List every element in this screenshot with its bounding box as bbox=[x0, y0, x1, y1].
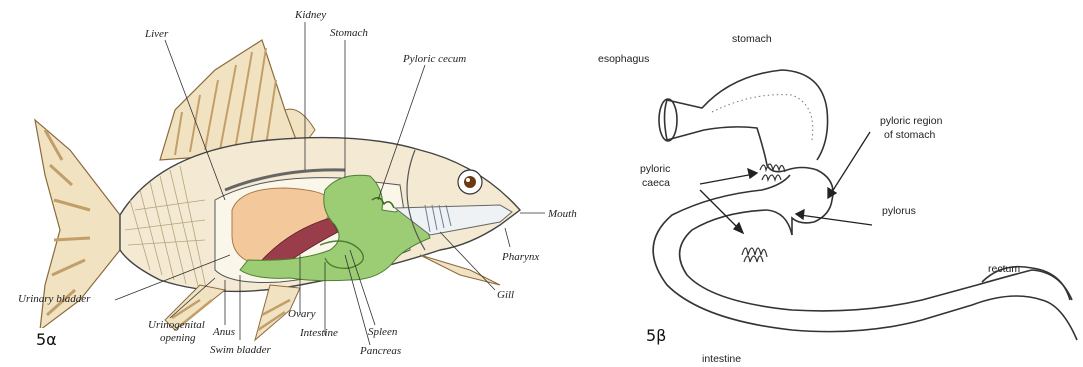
label-stomach: Stomach bbox=[330, 27, 368, 39]
label-pancreas: Pancreas bbox=[359, 345, 401, 357]
label-pylorus: pylorus bbox=[882, 205, 916, 217]
figure-b-id-label: 5β bbox=[640, 324, 672, 347]
label-pyloric-cecum: Pyloric cecum bbox=[402, 53, 466, 65]
label-stomach: stomach bbox=[732, 33, 772, 45]
label-urogenital-line1: Urinogenital bbox=[148, 319, 205, 331]
arrows bbox=[700, 132, 872, 233]
label-gill: Gill bbox=[497, 289, 514, 301]
fish-anatomy-drawing: Kidney Stomach Liver Pyloric cecum Mouth… bbox=[0, 0, 590, 367]
label-urogenital-line2: opening bbox=[160, 332, 196, 344]
label-swim-bladder: Swim bladder bbox=[210, 344, 272, 356]
label-anus: Anus bbox=[212, 326, 235, 338]
pectoral-fin bbox=[420, 255, 500, 285]
intestine-to-pylorus bbox=[762, 175, 792, 235]
label-spleen: Spleen bbox=[368, 326, 398, 338]
label-pyloric-region-line2: of stomach bbox=[884, 129, 936, 141]
digestive-tract-figure: stomach esophagus pyloric region of stom… bbox=[592, 0, 1083, 367]
stomach-top-outline bbox=[667, 70, 828, 160]
esophagus-opening bbox=[659, 99, 677, 141]
label-urinary-bladder: Urinary bladder bbox=[18, 293, 91, 305]
label-pharynx: Pharynx bbox=[501, 251, 539, 263]
digestive-tract-drawing: stomach esophagus pyloric region of stom… bbox=[592, 0, 1083, 367]
label-intestine: intestine bbox=[702, 353, 741, 365]
label-mouth: Mouth bbox=[547, 208, 577, 220]
label-kidney: Kidney bbox=[294, 9, 326, 21]
label-pyloric-caeca-line2: caeca bbox=[642, 177, 670, 189]
stomach-inner-dots bbox=[712, 95, 813, 140]
pyloric-caeca-lower bbox=[742, 248, 767, 262]
figure-a-id-label: 5α bbox=[30, 328, 63, 351]
label-ovary: Ovary bbox=[288, 308, 316, 320]
label-esophagus: esophagus bbox=[598, 53, 649, 65]
stomach-outline bbox=[665, 100, 834, 235]
fish-anatomy-figure: Kidney Stomach Liver Pyloric cecum Mouth… bbox=[0, 0, 590, 367]
label-liver: Liver bbox=[144, 28, 169, 40]
label-pyloric-caeca-line1: pyloric bbox=[640, 163, 670, 175]
label-intestine: Intestine bbox=[299, 327, 338, 339]
pupil bbox=[464, 176, 476, 188]
label-pyloric-region-line1: pyloric region bbox=[880, 115, 943, 127]
label-rectum: rectum bbox=[988, 263, 1020, 275]
